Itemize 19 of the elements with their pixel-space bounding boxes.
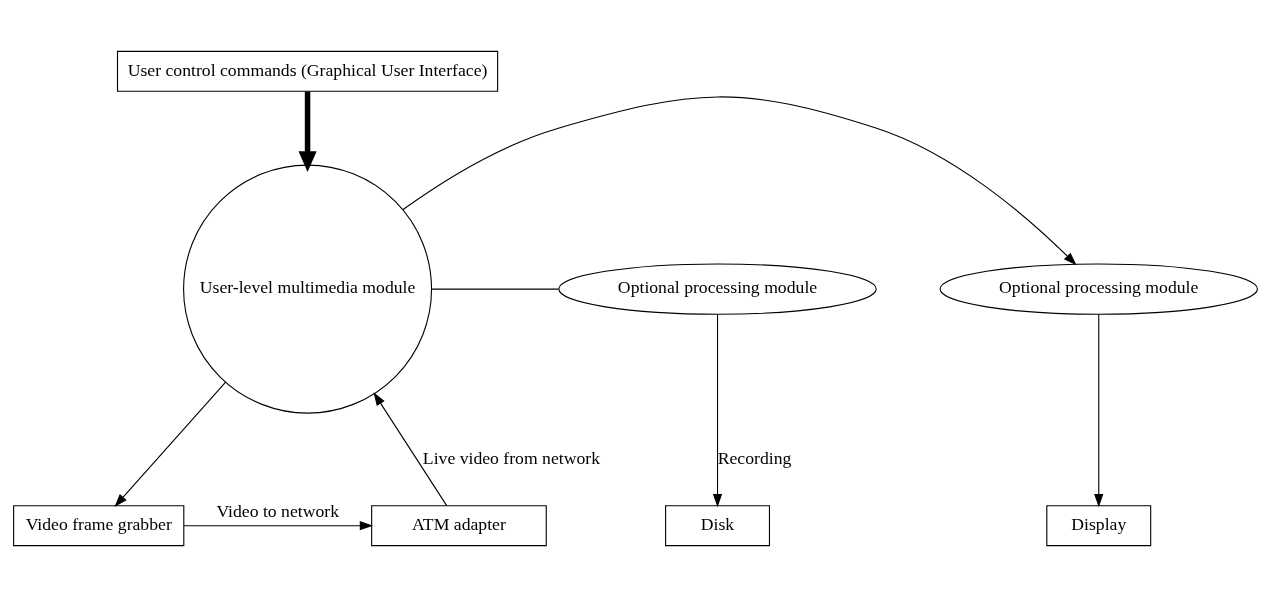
arrow <box>712 313 723 507</box>
edge-label: Live video from network <box>422 447 601 468</box>
node-ellipse: Optional processing module <box>558 262 877 315</box>
node-box: Disk <box>665 504 770 546</box>
node-circle: User-level multimedia module <box>183 164 433 414</box>
node-ellipse: Optional processing module <box>939 262 1258 315</box>
arrow <box>373 391 448 506</box>
node-box: User control commands (Graphical User Interface) <box>116 50 499 92</box>
connector <box>431 288 560 290</box>
node-box: ATM adapter <box>371 504 547 546</box>
node-box: Display <box>1046 504 1152 546</box>
arrow <box>114 381 227 507</box>
arrow <box>183 520 374 530</box>
arrow <box>402 95 1077 265</box>
node-box: Video frame grabber <box>13 504 185 546</box>
arrow <box>298 91 317 172</box>
edge-label: Video to network <box>216 500 340 521</box>
edge-label: Recording <box>717 447 792 468</box>
arrow <box>1094 313 1104 507</box>
